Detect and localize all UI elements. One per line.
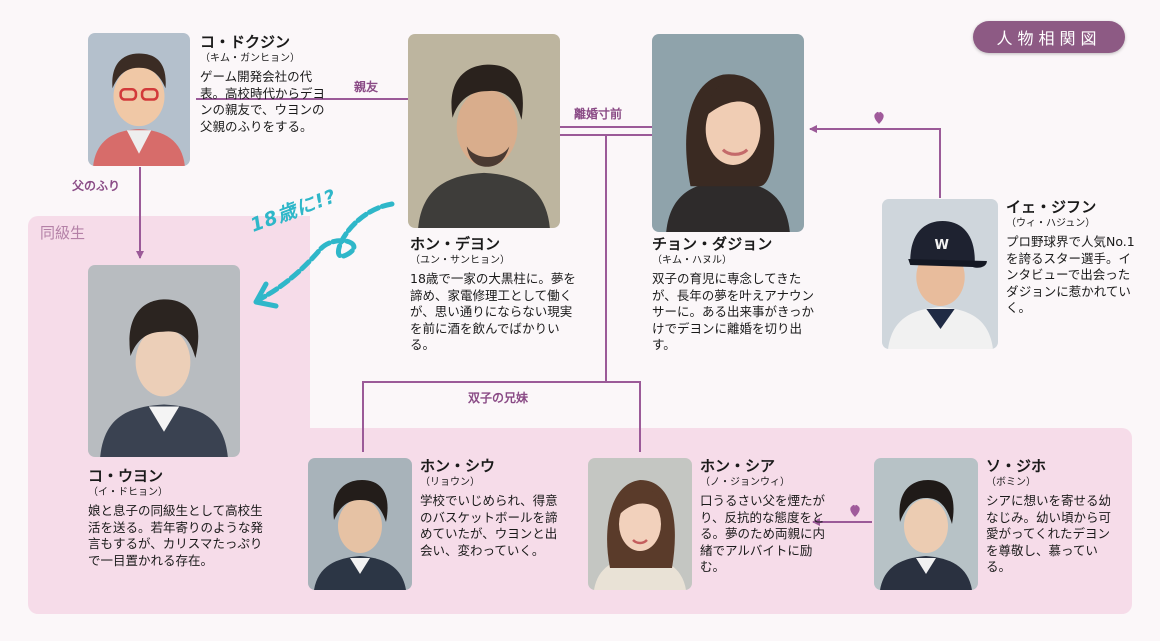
person-name: コ・ウヨン [88,467,164,485]
person-description: 18歳で一家の大黒柱に。夢を諦め、家電修理工として働くが、思い通りにならない現実… [410,271,576,352]
classmates-region-label: 同級生 [40,224,86,242]
portrait-siu [308,458,412,590]
person-description: 口うるさい父を煙たがり、反抗的な態度をとる。夢のため両親に内緒でアルバイトに励む… [700,493,826,574]
relation-label-near-divorce: 離婚寸前 [574,107,623,121]
person-reading: （ユン・サンヒョン） [410,255,510,266]
info-jifun: イェ・ジフン （ウィ・ハジュン） プロ野球界で人気No.1を誇るスター選手。イン… [1006,199,1138,317]
portrait-dajon [652,34,804,232]
portrait-sia [588,458,692,590]
person-name: ホン・シア [700,457,776,475]
person-description: 娘と息子の同級生として高校生活を送る。若年寄りのような発言もするが、カリスマたっ… [88,503,264,568]
person-name: イェ・ジフン [1006,198,1097,216]
info-dajon: チョン・ダジョン （キム・ハヌル） 双子の育児に専念してきたが、長年の夢を叶えア… [652,236,824,354]
info-jiho: ソ・ジホ （ボミン） シアに想いを寄せる幼なじみ。幼い頃から可愛がってくれたデヨ… [986,458,1116,576]
person-reading: （リョウン） [420,477,480,488]
portrait-dokujin [88,33,190,166]
portrait-uyon [88,265,240,457]
arrow-jifun-dajon [809,125,941,198]
person-description: 双子の育児に専念してきたが、長年の夢を叶えアナウンサーに。ある出来事がきっかけで… [652,271,815,352]
relation-label-pretend-father: 父のふり [72,179,121,193]
info-siu: ホン・シウ （リョウン） 学校でいじめられ、得意のバスケットボールを諦めていたが… [420,458,564,559]
line-twins [362,381,641,452]
portrait-deyon [408,34,560,228]
info-sia: ホン・シア （ノ・ジョンウィ） 口うるさい父を煙たがり、反抗的な態度をとる。夢の… [700,458,830,576]
heart-icon [850,504,860,517]
person-name: コ・ドクジン [200,33,291,51]
person-description: ゲーム開発会社の代表。高校時代からデヨンの親友で、ウヨンの父親のふりをする。 [200,69,326,134]
portrait-jifun: W [882,199,998,349]
person-reading: （キム・ハヌル） [652,255,732,266]
person-description: シアに想いを寄せる幼なじみ。幼い頃から可愛がってくれたデヨンを尊敬し、慕っている… [986,493,1112,574]
person-name: ホン・デヨン [410,235,501,253]
portrait-jiho [874,458,978,590]
person-reading: （ノ・ジョンウィ） [700,477,790,488]
person-description: プロ野球界で人気No.1を誇るスター選手。インタビューで出会ったダジョンに惹かれ… [1006,234,1135,315]
relationship-chart-badge: 人物相関図 [973,21,1125,53]
relation-label-twins: 双子の兄妹 [468,391,529,405]
person-reading: （ウィ・ハジュン） [1006,218,1096,229]
person-name: ソ・ジホ [986,457,1047,475]
person-name: ホン・シウ [420,457,496,475]
person-description: 学校でいじめられ、得意のバスケットボールを諦めていたが、ウヨンと出会い、変わって… [420,493,558,558]
info-deyon: ホン・デヨン （ユン・サンヒョン） 18歳で一家の大黒柱に。夢を諦め、家電修理工… [410,236,580,354]
person-reading: （ボミン） [986,477,1036,488]
person-name: チョン・ダジョン [652,235,773,253]
relation-label-best-friends: 親友 [354,80,379,94]
svg-text:W: W [934,238,948,253]
info-dokujin: コ・ドクジン （キム・ガンヒョン） ゲーム開発会社の代表。高校時代からデヨンの親… [200,34,328,135]
curved-arrow-18-head [253,281,279,309]
person-reading: （キム・ガンヒョン） [200,53,300,64]
heart-icon [874,111,884,124]
info-uyon: コ・ウヨン （イ・ドヒョン） 娘と息子の同級生として高校生活を送る。若年寄りのよ… [88,468,274,569]
curved-arrow-18 [255,201,395,303]
person-reading: （イ・ドヒョン） [88,487,168,498]
